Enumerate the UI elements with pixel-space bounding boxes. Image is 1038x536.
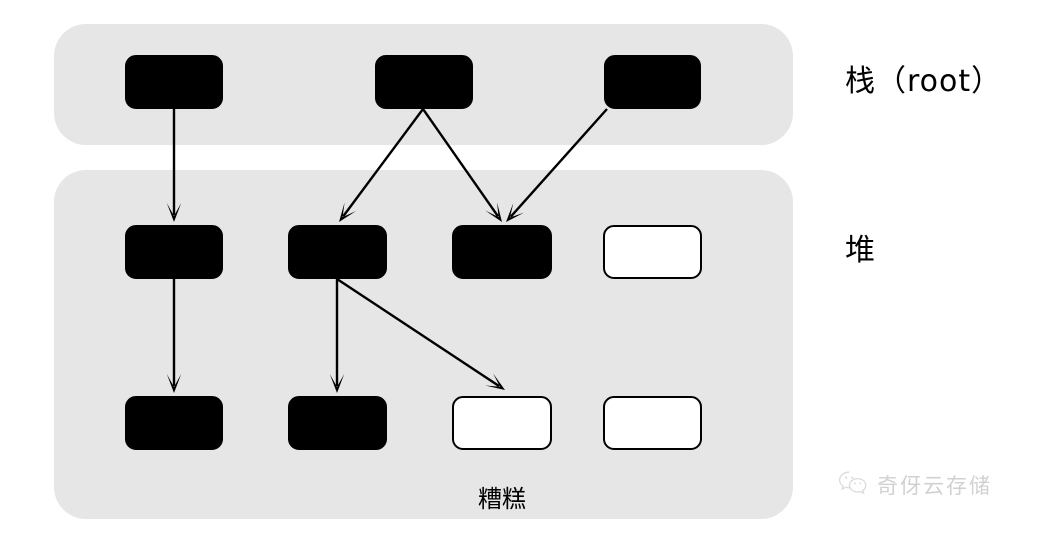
edge-h2-to-h6	[329, 279, 345, 393]
edge-s2-to-h2	[339, 108, 424, 222]
wechat-icon	[838, 470, 868, 500]
edge-s2-to-h3	[422, 108, 502, 222]
node-s2	[375, 55, 473, 109]
watermark-text: 奇伢云存储	[877, 474, 992, 498]
node-s3	[604, 55, 701, 109]
edge-s1-to-h1	[166, 109, 182, 222]
node-h1	[125, 225, 223, 279]
watermark: 奇伢云存储	[838, 470, 992, 500]
node-h4	[603, 225, 702, 279]
node-h2	[288, 225, 387, 279]
heap-region-label: 堆	[845, 233, 876, 268]
edge-s3-to-h3	[506, 108, 608, 222]
garbage-node-annotation: 糟糕	[478, 485, 526, 513]
node-h8	[603, 396, 702, 450]
edge-h2-to-h7	[336, 277, 505, 390]
node-h5	[125, 396, 223, 450]
stack-region-label: 栈（root）	[845, 64, 1003, 99]
node-h6	[288, 396, 387, 450]
node-s1	[125, 55, 223, 109]
node-h3	[452, 225, 552, 279]
edge-h1-to-h5	[166, 279, 182, 393]
node-h7	[452, 396, 552, 450]
